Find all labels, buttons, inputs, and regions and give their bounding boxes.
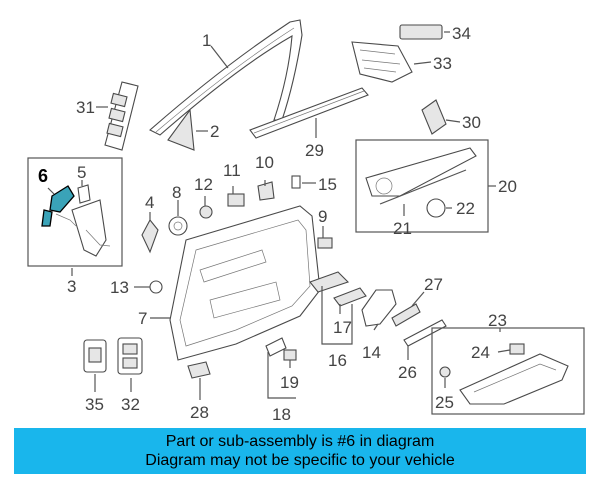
callout-3: 3 bbox=[67, 277, 76, 296]
callout-22: 22 bbox=[456, 199, 475, 218]
callout-29: 29 bbox=[305, 141, 324, 160]
part-11-clip bbox=[227, 193, 245, 207]
callout-10: 10 bbox=[255, 153, 274, 172]
part-33-handle-housing bbox=[351, 41, 413, 83]
callout-14: 14 bbox=[362, 343, 381, 362]
part-35-switch bbox=[83, 339, 107, 373]
callout-18: 18 bbox=[272, 405, 291, 424]
part-31-switch-panel bbox=[104, 81, 139, 151]
banner-line-2: Diagram may not be specific to your vehi… bbox=[145, 452, 455, 469]
part-5-bracket bbox=[71, 184, 111, 257]
callout-34: 34 bbox=[452, 24, 471, 43]
part-19-clip bbox=[283, 349, 297, 361]
part-34-switch bbox=[399, 24, 443, 40]
part-20-trim-panel bbox=[365, 147, 477, 197]
callout-1: 1 bbox=[202, 31, 211, 50]
callout-30: 30 bbox=[462, 113, 481, 132]
callout-35: 35 bbox=[85, 395, 104, 414]
callout-20: 20 bbox=[498, 177, 517, 196]
callout-4: 4 bbox=[145, 193, 154, 212]
callout-9: 9 bbox=[318, 207, 327, 226]
callout-7: 7 bbox=[138, 309, 147, 328]
callout-11: 11 bbox=[223, 161, 241, 180]
part-18-bracket bbox=[265, 337, 287, 357]
callout-25: 25 bbox=[435, 393, 454, 412]
callout-33: 33 bbox=[433, 54, 452, 73]
part-22-ring bbox=[426, 198, 446, 218]
part-24-bolt bbox=[509, 343, 525, 355]
part-7-door-panel bbox=[169, 205, 321, 361]
callout-24: 24 bbox=[471, 343, 490, 362]
part-25-clip bbox=[439, 366, 451, 378]
callout-28: 28 bbox=[190, 403, 209, 422]
part-6-highlighted-part bbox=[41, 185, 77, 227]
callout-17: 17 bbox=[333, 318, 352, 337]
part-2-corner-trim bbox=[167, 108, 195, 151]
callout-27: 27 bbox=[424, 275, 443, 294]
part-3-group-box bbox=[27, 157, 123, 267]
part-9-clip bbox=[317, 237, 333, 249]
leader-lines bbox=[47, 31, 511, 400]
part-21-strip bbox=[379, 169, 467, 205]
parts-diagram: 1 2 3 4 5 6 7 8 9 10 11 12 13 14 15 16 1… bbox=[27, 19, 585, 424]
callout-19: 19 bbox=[280, 373, 299, 392]
callout-26: 26 bbox=[398, 363, 417, 382]
part-8-bolt bbox=[168, 216, 188, 236]
part-28-plate bbox=[187, 361, 211, 379]
part-17-handle-cover bbox=[333, 287, 367, 307]
part-23-armrest bbox=[459, 353, 569, 405]
part-14-lever bbox=[361, 289, 397, 327]
callout-8: 8 bbox=[172, 183, 181, 202]
callout-5: 5 bbox=[77, 163, 86, 182]
part-30-plate bbox=[421, 99, 447, 135]
info-banner: Part or sub-assembly is #6 in diagram Di… bbox=[14, 428, 586, 474]
part-27-trim bbox=[391, 303, 421, 327]
callout-23: 23 bbox=[488, 311, 507, 330]
callout-labels: 1 2 3 4 5 6 7 8 9 10 11 12 13 14 15 16 1… bbox=[38, 24, 517, 424]
banner-line-1: Part or sub-assembly is #6 in diagram bbox=[165, 433, 435, 450]
callout-21: 21 bbox=[393, 219, 412, 238]
part-32-switch-module bbox=[117, 337, 143, 375]
callout-15: 15 bbox=[318, 175, 337, 194]
part-4-clip bbox=[141, 219, 159, 254]
part-13-plug bbox=[149, 280, 163, 294]
part-12-plug bbox=[199, 205, 213, 219]
part-10-bracket bbox=[257, 181, 275, 201]
part-23-group-box bbox=[431, 327, 585, 415]
callout-13: 13 bbox=[110, 278, 129, 297]
callout-32: 32 bbox=[121, 395, 140, 414]
part-16-handle bbox=[309, 271, 350, 293]
part-29-seal-strip bbox=[249, 87, 369, 139]
callout-2: 2 bbox=[210, 122, 219, 141]
callout-6: 6 bbox=[38, 166, 48, 186]
part-15-screw bbox=[291, 175, 301, 189]
callout-31: 31 bbox=[76, 98, 95, 117]
part-26-strip bbox=[403, 319, 447, 347]
part-1-window-frame bbox=[149, 19, 303, 136]
callout-12: 12 bbox=[194, 175, 213, 194]
callout-16: 16 bbox=[328, 351, 347, 370]
